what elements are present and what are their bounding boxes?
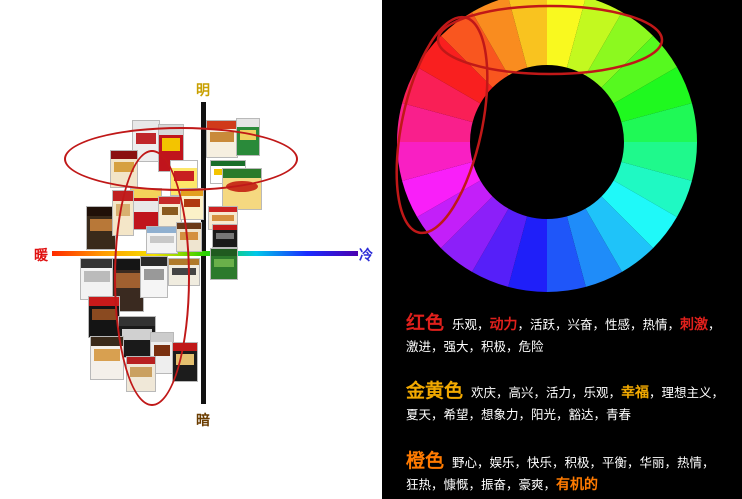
color-wheel-segment [566, 0, 622, 76]
axis-label-dark: 暗 [196, 413, 210, 429]
color-wheel-segment [472, 0, 528, 76]
axis-label-warm: 暖 [34, 248, 48, 264]
axis-label-bright: 明 [196, 83, 210, 99]
color-wheel-segment [547, 216, 586, 292]
color-description-orange: 野心，娱乐，快乐，积极，平衡，华丽，热情，狂热，慷慨，振奋，豪爽，有机的 [406, 455, 715, 493]
temperature-axis [52, 251, 358, 256]
color-wheel-segment [402, 161, 481, 217]
website-thumbnail [212, 224, 238, 248]
color-wheel-segment [397, 142, 473, 181]
color-description-red: 乐观，动力，活跃，兴奋，性感，热情，刺激，激进，强大，积极，危险 [406, 317, 721, 354]
color-wheel-segment [585, 12, 654, 88]
meaning-gold: 金黄色欢庆，高兴，活力，乐观，幸福，理想主义，夏天，希望，想象力，阳光，豁达，青… [406, 380, 726, 426]
color-wheel-segment [440, 196, 509, 272]
website-thumbnail [80, 258, 114, 300]
highlight-word: 有机的 [556, 477, 599, 493]
highlight-ellipse [395, 15, 489, 235]
color-wheel-segment [613, 161, 692, 217]
color-wheel-segment [417, 180, 493, 249]
description-text: ，激进，强大，积极，危险 [406, 317, 721, 354]
color-wheel-segment [417, 35, 493, 104]
website-thumbnail [210, 248, 238, 280]
color-name-red: 红色 [406, 312, 445, 334]
color-wheel-segment [621, 103, 697, 142]
description-text: ，活跃，兴奋，性感，热情， [517, 317, 681, 332]
highlight-ellipse [436, 4, 664, 76]
meaning-red: 红色乐观，动力，活跃，兴奋，性感，热情，刺激，激进，强大，积极，危险 [406, 312, 726, 358]
color-wheel-segment [547, 0, 586, 68]
color-wheel [382, 0, 742, 300]
color-wheel-segment [402, 67, 481, 123]
color-wheel-segment [508, 216, 547, 292]
color-wheel-segment [613, 67, 692, 123]
axis-label-cold: 冷 [359, 248, 373, 264]
description-text: 欢庆，高兴，活力，乐观， [471, 385, 622, 400]
color-wheel-segment [601, 35, 677, 104]
color-wheel-segment [472, 208, 528, 287]
highlight-word: 幸福 [621, 385, 650, 401]
color-wheel-segment [566, 208, 622, 287]
highlight-word: 刺激 [680, 317, 709, 333]
description-text: ，理想主义，夏天，希望，想象力，阳光，豁达，青春 [406, 385, 725, 422]
description-text: 乐观， [452, 317, 490, 332]
highlight-ellipse-horizontal [64, 127, 298, 191]
highlight-word: 动力 [489, 317, 518, 333]
color-wheel-segment [585, 196, 654, 272]
color-wheel-segment [621, 142, 697, 181]
warm-cold-bright-dark-map: 明 暗 暖 冷 [34, 83, 373, 429]
meaning-orange: 橙色野心，娱乐，快乐，积极，平衡，华丽，热情，狂热，慷慨，振奋，豪爽，有机的 [406, 450, 726, 496]
highlight-ellipse-vertical [114, 150, 190, 406]
color-meaning-panel: 红色乐观，动力，活跃，兴奋，性感，热情，刺激，激进，强大，积极，危险 金黄色欢庆… [382, 0, 742, 499]
color-wheel-segment [397, 103, 473, 142]
description-text: 野心，娱乐，快乐，积极，平衡，华丽，热情，狂热，慷慨，振奋，豪爽， [406, 455, 715, 492]
color-wheel-segment [601, 180, 677, 249]
color-wheel-segment [508, 0, 547, 68]
color-name-gold: 金黄色 [406, 380, 464, 402]
color-description-gold: 欢庆，高兴，活力，乐观，幸福，理想主义，夏天，希望，想象力，阳光，豁达，青春 [406, 385, 724, 422]
color-name-orange: 橙色 [406, 450, 445, 472]
